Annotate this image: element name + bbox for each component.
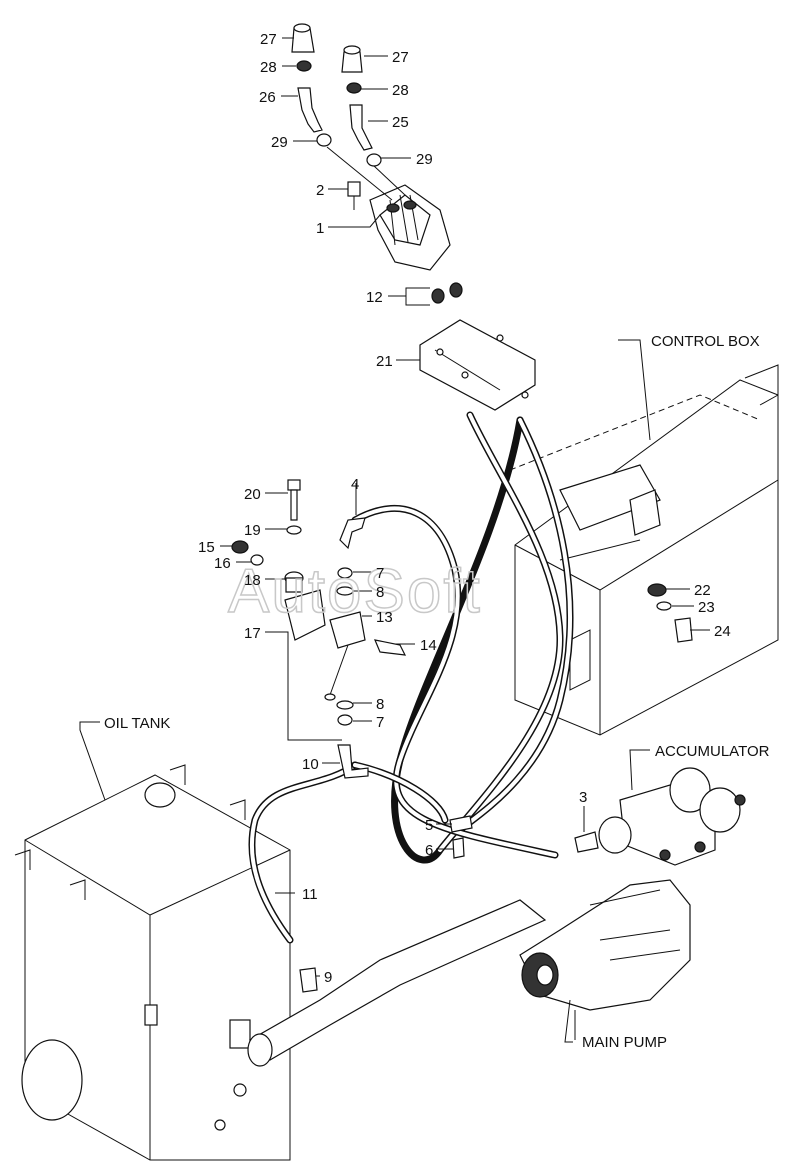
- callout-28: 28: [260, 59, 277, 76]
- accumulator: [598, 767, 746, 866]
- callout-2: 2: [316, 182, 324, 199]
- pilot-valve: [369, 184, 451, 271]
- callout-29: 29: [271, 134, 288, 151]
- callout-1: 1: [316, 220, 324, 237]
- callout-11: 11: [302, 886, 318, 903]
- oil-tank-label: OIL TANK: [104, 715, 170, 732]
- callout-16: 16: [214, 555, 231, 572]
- callout-8: 8: [376, 584, 384, 601]
- callout-7: 7: [376, 565, 384, 582]
- callout-29: 29: [416, 151, 433, 168]
- oil-tank: [14, 764, 291, 1161]
- hoses: [247, 411, 574, 1067]
- callout-10: 10: [302, 756, 319, 773]
- callout-25: 25: [392, 114, 409, 131]
- watermark-text: AutoSoft: [228, 557, 482, 626]
- callout-14: 14: [420, 637, 437, 654]
- accumulator-label: ACCUMULATOR: [655, 743, 770, 760]
- main-pump-label: MAIN PUMP: [582, 1034, 667, 1051]
- mounting-plate: [419, 282, 536, 411]
- callout-6: 6: [425, 842, 433, 859]
- main-pump: [519, 879, 691, 1040]
- callout-9: 9: [324, 969, 332, 986]
- callout-8: 8: [376, 696, 384, 713]
- callout-12: 12: [366, 289, 383, 306]
- callout-13: 13: [376, 609, 393, 626]
- lever-assembly: [291, 23, 406, 210]
- callout-21: 21: [376, 353, 393, 370]
- small-parts: [231, 479, 693, 993]
- callout-24: 24: [714, 623, 731, 640]
- callout-18: 18: [244, 572, 261, 589]
- callout-27: 27: [392, 49, 409, 66]
- control-box-label: CONTROL BOX: [651, 333, 760, 350]
- callout-3: 3: [579, 789, 587, 806]
- callout-22: 22: [694, 582, 711, 599]
- callout-7: 7: [376, 714, 384, 731]
- callout-28: 28: [392, 82, 409, 99]
- callout-23: 23: [698, 599, 715, 616]
- callout-26: 26: [259, 89, 276, 106]
- callout-17: 17: [244, 625, 261, 642]
- callout-19: 19: [244, 522, 261, 539]
- callout-27: 27: [260, 31, 277, 48]
- callout-5: 5: [425, 817, 433, 834]
- control-box: [509, 364, 779, 736]
- leader-lines: [79, 37, 710, 1043]
- callout-20: 20: [244, 486, 261, 503]
- callout-15: 15: [198, 539, 215, 556]
- callout-4: 4: [351, 476, 359, 493]
